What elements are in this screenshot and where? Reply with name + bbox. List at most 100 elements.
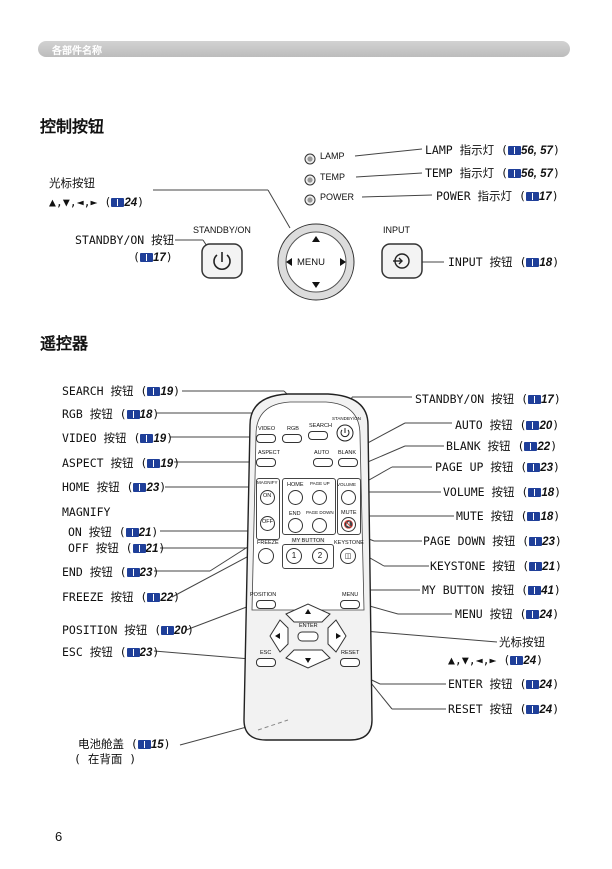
position-button[interactable] <box>256 600 276 609</box>
book-icon <box>527 512 541 521</box>
video-button[interactable] <box>256 434 276 443</box>
book-icon <box>507 146 521 155</box>
my-button-group <box>282 544 334 569</box>
book-icon <box>526 705 540 714</box>
remote-standby-label: STANDBY/ON <box>332 416 361 421</box>
remote-cursor-pad[interactable] <box>266 600 350 672</box>
keystone-label: KEYSTONE <box>334 540 364 546</box>
page-up-button[interactable] <box>312 490 327 505</box>
page-down-callout: PAGE DOWN 按钮 (23) <box>423 534 562 548</box>
reset-callout: RESET 按钮 (24) <box>448 702 560 716</box>
keystone-icon: ◫ <box>344 552 352 560</box>
book-icon <box>527 463 541 472</box>
end-callout: END 按钮 (23) <box>62 565 160 579</box>
freeze-label: FREEZE <box>257 540 279 546</box>
rgb-label: RGB <box>287 426 299 432</box>
book-icon <box>526 680 540 689</box>
end-label: END <box>289 511 301 517</box>
book-icon <box>137 740 151 749</box>
book-icon <box>510 656 524 665</box>
book-icon <box>529 562 543 571</box>
remote-down-arrow-icon <box>305 658 311 663</box>
esc-button[interactable] <box>256 658 276 667</box>
remote-cursor-callout: ▲,▼,◄,► (24) <box>448 653 544 667</box>
book-icon <box>139 253 153 262</box>
volume-group <box>337 478 361 535</box>
esc-label: ESC <box>260 650 272 656</box>
auto-button[interactable] <box>313 458 333 467</box>
remote-standby-button[interactable] <box>336 424 354 442</box>
remote-body-shape <box>243 393 373 741</box>
my-button-label: MY BUTTON <box>291 538 326 544</box>
my-button-2[interactable]: 2 <box>312 548 328 564</box>
mute-callout: MUTE 按钮 (18) <box>456 509 561 523</box>
my-button-callout: MY BUTTON 按钮 (41) <box>422 583 561 597</box>
search-label: SEARCH <box>309 423 332 429</box>
remote-right-arrow-icon <box>336 633 341 639</box>
menu-dial[interactable] <box>276 220 356 304</box>
blank-button[interactable] <box>338 458 358 467</box>
volume-callout: VOLUME 按钮 (18) <box>443 485 562 499</box>
rgb-callout: RGB 按钮 (18) <box>62 407 160 421</box>
input-button[interactable] <box>380 242 426 282</box>
freeze-button[interactable] <box>258 548 274 564</box>
book-icon <box>140 434 154 443</box>
magnify-off-button[interactable] <box>260 516 275 531</box>
book-icon <box>126 410 140 419</box>
search-button[interactable] <box>308 431 328 440</box>
aspect-button[interactable] <box>256 458 276 467</box>
book-icon <box>147 387 161 396</box>
magnify-off-callout: OFF 按钮 (21) <box>68 541 166 555</box>
cursor-buttons-callout-title: 光标按钮 <box>49 176 95 190</box>
magnify-on-button[interactable] <box>260 490 275 505</box>
standby-callout: STANDBY/ON 按钮 <box>75 233 175 247</box>
standby-button-label: STANDBY/ON <box>193 225 251 235</box>
page-down-button[interactable] <box>312 518 327 533</box>
down-arrow-icon <box>312 282 320 288</box>
standby-callout-ref: (17) <box>133 250 173 264</box>
book-icon <box>125 528 139 537</box>
mute-button[interactable]: 🔇 <box>341 517 356 532</box>
volume-button[interactable] <box>341 490 356 505</box>
lamp-indicator <box>304 150 316 169</box>
left-arrow-icon <box>286 258 292 266</box>
header-title: 各部件名称 <box>52 46 102 57</box>
remote-cursor-callout-title: 光标按钮 <box>499 635 545 649</box>
off-label: OFF <box>262 519 273 525</box>
book-icon <box>507 169 521 178</box>
rgb-button[interactable] <box>282 434 302 443</box>
lamp-callout: LAMP 指示灯 (56, 57) <box>425 143 560 157</box>
page-up-label: PAGE UP <box>310 481 330 486</box>
remote-standby-callout: STANDBY/ON 按钮 (17) <box>415 392 561 406</box>
blank-callout: BLANK 按钮 (22) <box>446 439 558 453</box>
reset-label: RESET <box>341 650 360 656</box>
menu-button-label: MENU <box>297 257 325 268</box>
book-icon <box>528 395 542 404</box>
home-callout: HOME 按钮 (23) <box>62 480 167 494</box>
page-group <box>282 478 336 535</box>
lamp-indicator-label: LAMP <box>320 151 345 161</box>
temp-indicator-icon <box>304 174 316 186</box>
my-button-1[interactable]: 1 <box>286 548 302 564</box>
keystone-callout: KEYSTONE 按钮 (21) <box>430 559 562 573</box>
reset-button[interactable] <box>340 658 360 667</box>
remote-up-arrow-icon <box>305 609 311 614</box>
book-icon <box>524 442 538 451</box>
temp-indicator <box>304 171 316 190</box>
end-button[interactable] <box>288 518 303 533</box>
remote-menu-label: MENU <box>342 592 359 598</box>
standby-button[interactable] <box>200 242 246 282</box>
on-label: ON <box>263 493 272 499</box>
cursor-buttons-callout: ▲,▼,◄,► (24) <box>49 195 145 209</box>
book-icon <box>147 459 161 468</box>
video-callout: VIDEO 按钮 (19) <box>62 431 174 445</box>
freeze-callout: FREEZE 按钮 (22) <box>62 590 181 604</box>
search-callout: SEARCH 按钮 (19) <box>62 384 181 398</box>
header-bar: 各部件名称 <box>38 41 570 57</box>
home-button[interactable] <box>288 490 303 505</box>
remote-menu-button[interactable] <box>340 600 360 609</box>
temp-callout: TEMP 指示灯 (56, 57) <box>425 166 560 180</box>
book-icon <box>528 586 542 595</box>
keystone-button[interactable]: ◫ <box>340 548 356 564</box>
lamp-indicator-icon <box>304 153 316 165</box>
